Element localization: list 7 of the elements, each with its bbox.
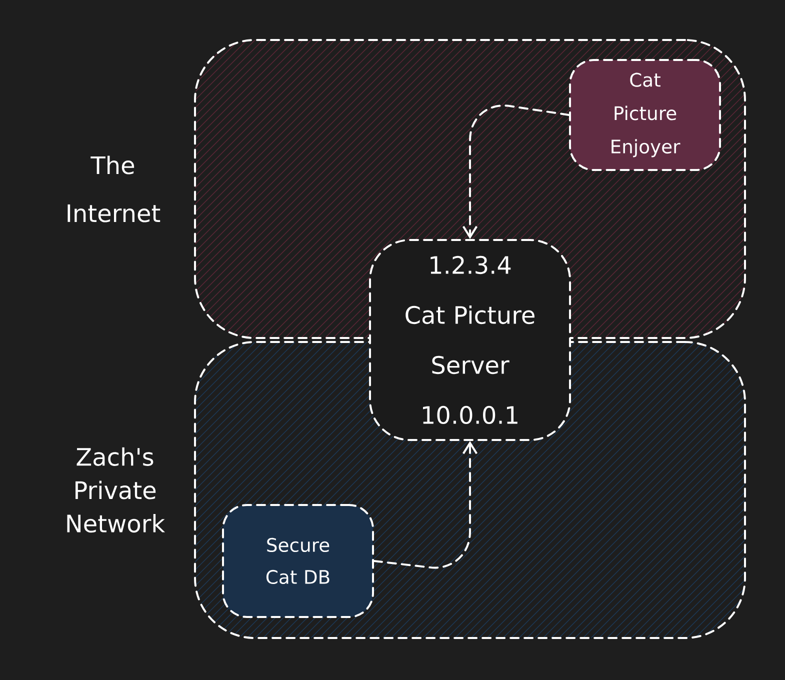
rounded-box: Secure Cat DB [222, 504, 374, 618]
arrow [462, 104, 570, 239]
region-label: Zach's Private Network [67, 447, 166, 533]
region-label: The Internet [68, 156, 160, 222]
rounded-box: Cat Picture Enjoyer [569, 59, 721, 171]
arrow [373, 441, 478, 569]
rounded-box: 1.2.3.4 Cat Picture Server 10.0.0.1 [369, 239, 571, 441]
